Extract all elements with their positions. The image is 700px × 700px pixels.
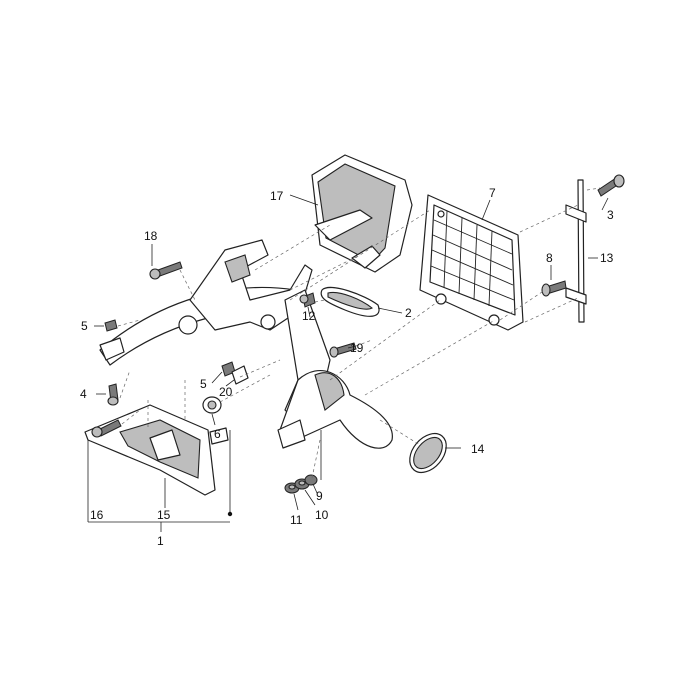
callout-16: 16 xyxy=(90,508,104,522)
part-8-screw xyxy=(541,265,567,297)
callout-8: 8 xyxy=(546,251,553,265)
part-18-screw xyxy=(149,244,183,280)
part-6-washer xyxy=(202,396,222,414)
callout-14: 14 xyxy=(471,442,485,456)
callout-19: 19 xyxy=(350,341,364,355)
part-7-lens-grid xyxy=(419,194,524,331)
part-12-screw xyxy=(299,292,316,308)
part-17-light-housing xyxy=(289,154,413,273)
callout-10: 10 xyxy=(315,508,329,522)
part-20-spacer xyxy=(231,365,249,385)
callout-11: 11 xyxy=(290,513,303,527)
callout-15: 15 xyxy=(157,508,171,522)
part-5a-clip xyxy=(104,319,118,332)
callout-17: 17 xyxy=(270,189,284,203)
callout-1: 1 xyxy=(157,534,164,548)
callout-4: 4 xyxy=(80,387,87,401)
callout-20: 20 xyxy=(219,385,233,399)
part-15-lower-shield xyxy=(84,404,229,496)
part-3-screw xyxy=(597,174,625,197)
part-13-bracket xyxy=(565,179,598,323)
callout-18: 18 xyxy=(144,229,158,243)
part-14-reflector-disc xyxy=(409,432,447,474)
callout-13: 13 xyxy=(600,251,614,265)
callout-labels: 1 2 3 4 5 5 6 7 8 9 10 11 12 13 14 15 16… xyxy=(80,186,614,548)
lens-grid-cells xyxy=(430,210,515,307)
callout-leader-lines xyxy=(87,197,609,532)
callout-5a: 5 xyxy=(81,319,88,333)
callout-6: 6 xyxy=(214,427,221,441)
callout-7: 7 xyxy=(489,186,496,200)
part-2-reflector xyxy=(320,286,380,317)
callout-9: 9 xyxy=(316,489,323,503)
callout-12: 12 xyxy=(302,309,316,323)
callout-3: 3 xyxy=(607,208,614,222)
part-9-10-11-nuts xyxy=(284,474,318,494)
callout-5b: 5 xyxy=(200,377,207,391)
callout-2: 2 xyxy=(405,306,412,320)
part-19-screw xyxy=(329,342,357,358)
part-4-screw xyxy=(107,383,119,406)
part-1-main-frame xyxy=(99,239,393,449)
assembly-dash-lines xyxy=(117,187,601,479)
part-16-screw xyxy=(91,419,122,438)
